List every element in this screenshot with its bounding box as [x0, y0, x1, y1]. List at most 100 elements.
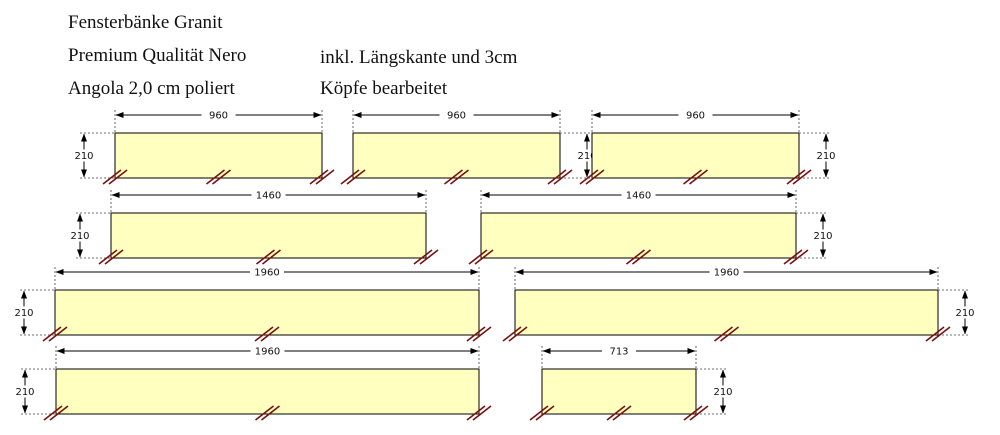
slab-1: 960 210: [72, 108, 335, 185]
edge-mark: [553, 169, 573, 185]
length-label: 1960: [714, 268, 739, 279]
slab-rect: [352, 132, 561, 179]
edge-mark: [786, 169, 806, 185]
slab-rect: [480, 212, 797, 259]
edge-mark: [346, 169, 366, 185]
length-label: 960: [209, 111, 228, 122]
width-label: 210: [70, 231, 89, 242]
edge-mark: [714, 326, 733, 342]
width-label: 210: [577, 151, 596, 162]
dimension-label-bg: [250, 344, 285, 356]
edge-mark: [450, 169, 469, 185]
slab-rect: [514, 289, 939, 336]
slab-3: 960 210: [579, 108, 838, 185]
edge-mark: [606, 405, 626, 421]
edge-mark: [262, 249, 281, 265]
edge-mark: [502, 326, 522, 342]
edge-mark: [206, 169, 225, 185]
title-line-1: Fensterbänke Granit: [68, 12, 223, 33]
slab-4: 1460 210: [68, 188, 439, 265]
title-line-3: Angola 2,0 cm poliert: [68, 78, 235, 99]
edge-mark: [547, 169, 567, 185]
edge-mark: [256, 249, 275, 265]
edge-mark: [472, 405, 492, 421]
edge-mark: [254, 326, 274, 342]
slab-rect: [110, 212, 427, 259]
length-label: 960: [686, 111, 705, 122]
edge-mark: [49, 405, 69, 421]
width-label: 210: [14, 308, 33, 319]
edge-mark: [43, 405, 63, 421]
slab-9: 713 210: [529, 344, 735, 421]
slab-7: 1960 210: [502, 265, 977, 342]
slab-rect: [114, 132, 323, 179]
dimension-label-bg: [12, 306, 36, 319]
edge-mark: [108, 169, 128, 185]
edge-mark: [466, 326, 486, 342]
slab-8: 1960 210: [13, 344, 492, 421]
edge-mark: [255, 405, 274, 421]
edge-mark: [626, 249, 645, 265]
dimension-label-bg: [251, 188, 286, 200]
edge-mark: [683, 169, 702, 185]
width-label: 210: [15, 387, 34, 398]
edge-mark: [472, 326, 492, 342]
edge-mark: [413, 249, 433, 265]
note-line-2: Köpfe bearbeitet: [320, 78, 448, 99]
length-label: 1460: [626, 191, 651, 202]
slab-2: 960 210: [340, 108, 599, 185]
edge-mark: [612, 405, 632, 421]
edge-mark: [309, 169, 329, 185]
width-label: 210: [813, 231, 832, 242]
edge-mark: [444, 169, 463, 185]
edge-mark: [632, 249, 651, 265]
slab-6: 1960 210: [12, 265, 492, 342]
dimension-label-bg: [72, 149, 96, 162]
width-label: 210: [74, 151, 93, 162]
title-line-2: Premium Qualität Nero: [68, 45, 247, 66]
length-label: 1460: [256, 191, 281, 202]
edge-mark: [474, 249, 494, 265]
edge-mark: [535, 405, 555, 421]
length-label: 1960: [254, 268, 279, 279]
dimension-label-bg: [201, 108, 236, 120]
slab-5: 1460 210: [468, 188, 835, 265]
dimension-label-bg: [250, 265, 284, 277]
edge-mark: [212, 169, 231, 185]
edge-mark: [585, 169, 605, 185]
edge-mark: [104, 249, 124, 265]
edge-mark: [102, 169, 122, 185]
edge-mark: [689, 405, 709, 421]
edge-mark: [466, 405, 486, 421]
slab-rect: [541, 368, 697, 415]
edge-mark: [48, 326, 68, 342]
dimension-label-bg: [953, 306, 977, 319]
dimension-label-bg: [439, 108, 474, 120]
dimension-label-bg: [621, 188, 656, 200]
length-label: 960: [447, 111, 466, 122]
note-line-1: inkl. Längskante und 3cm: [320, 47, 518, 68]
edge-mark: [261, 405, 280, 421]
width-label: 210: [816, 151, 835, 162]
slab-rect: [591, 132, 800, 179]
edge-mark: [579, 169, 599, 185]
length-label: 713: [609, 347, 628, 358]
edge-mark: [315, 169, 335, 185]
width-label: 210: [713, 387, 732, 398]
length-label: 1960: [255, 347, 280, 358]
dimension-label-bg: [811, 229, 835, 242]
dimension-label-bg: [68, 229, 92, 242]
edge-mark: [508, 326, 528, 342]
edge-mark: [260, 326, 280, 342]
edge-mark: [783, 249, 803, 265]
width-label: 210: [955, 308, 974, 319]
dimension-label-bg: [709, 265, 744, 277]
edge-mark: [925, 326, 945, 342]
slab-rect: [54, 289, 480, 336]
slab-rect: [55, 368, 480, 415]
edge-mark: [419, 249, 439, 265]
dimension-label-bg: [678, 108, 713, 120]
edge-mark: [98, 249, 118, 265]
edge-mark: [689, 169, 708, 185]
edge-mark: [468, 249, 488, 265]
